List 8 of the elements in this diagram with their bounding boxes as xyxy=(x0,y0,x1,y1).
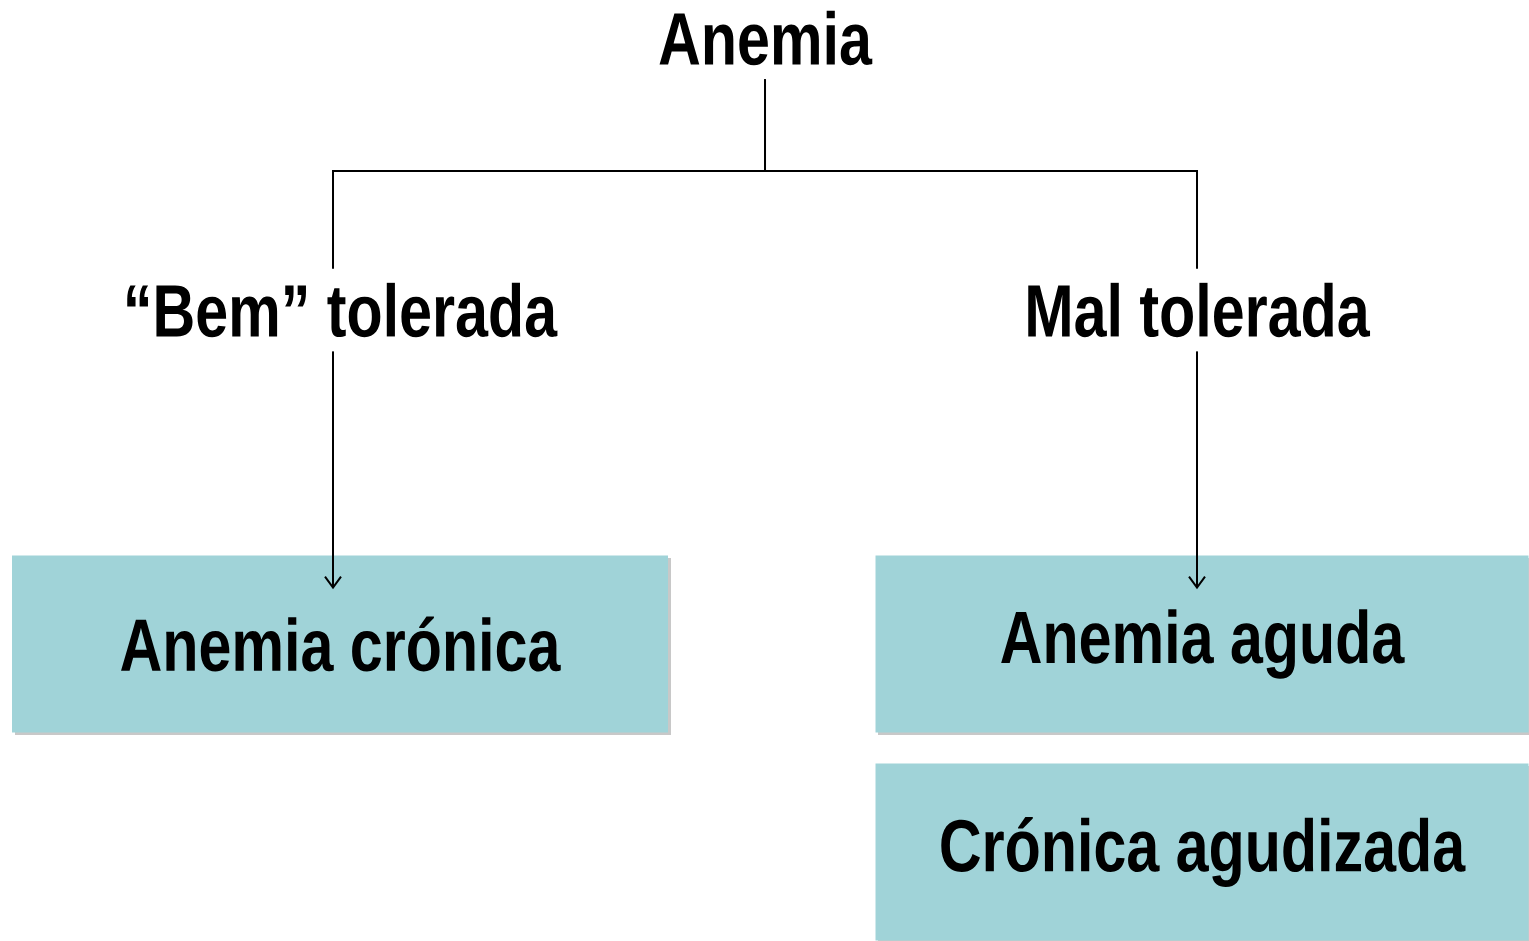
process-box: Anemia crónica xyxy=(12,555,671,735)
process-box: Crónica agudizada xyxy=(875,763,1529,941)
label-text: Mal tolerada xyxy=(1028,282,1371,338)
connector-arrow xyxy=(324,350,342,590)
process-box: Anemia aguda xyxy=(875,555,1529,735)
label-text: Anemia xyxy=(659,10,873,66)
connector-arrow xyxy=(1188,350,1206,590)
label-text: “Bem” tolerada xyxy=(127,282,558,338)
